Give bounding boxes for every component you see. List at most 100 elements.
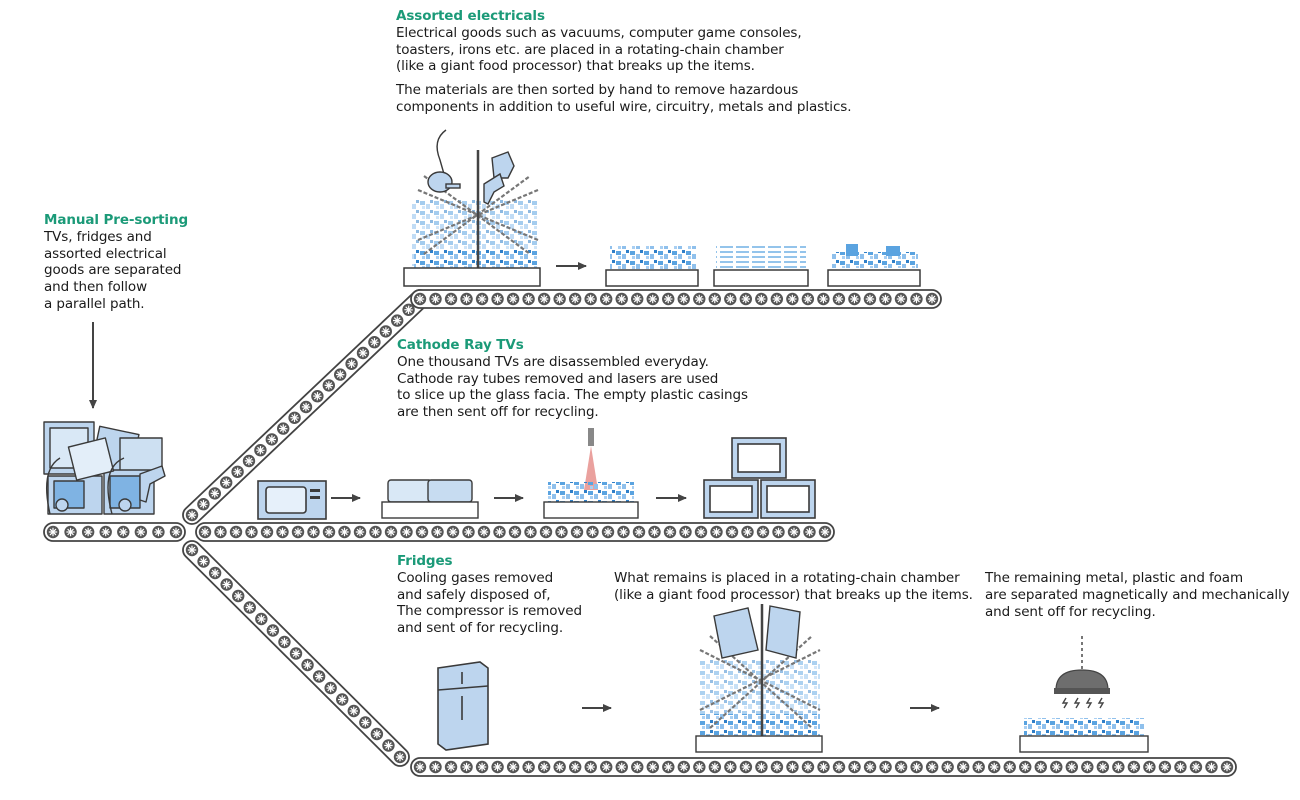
fridges-line: and safely disposed of, (397, 586, 551, 603)
belt-wheel (508, 525, 522, 539)
belt-wheel (663, 525, 677, 539)
belt-wheel (242, 454, 256, 468)
belt-wheel (1174, 760, 1187, 774)
belt-wheel (81, 525, 95, 539)
fridges-line: and sent of for recycling. (397, 620, 564, 637)
belt-wheel (693, 760, 706, 774)
belt-wheel (46, 525, 60, 539)
belt-wheel (370, 727, 384, 741)
belt-wheel (185, 543, 199, 557)
presort-title: Manual Pre-sorting (44, 212, 189, 228)
belt-wheel (506, 292, 520, 306)
belt-wheel (460, 760, 473, 774)
belt-wheel (956, 760, 970, 774)
belt-wheel (925, 292, 939, 306)
belt-wheel (894, 760, 908, 774)
belt-wheel (117, 525, 130, 539)
electricals-title: Assorted electricals (396, 8, 545, 24)
electricals-line: (like a giant food processor) that break… (396, 58, 755, 75)
belt-wheel (444, 760, 458, 774)
belt-wheel (1112, 760, 1125, 774)
fridges-title: Fridges (397, 553, 453, 569)
separation-line: The remaining metal, plastic and foam (985, 570, 1244, 586)
belt-wheel (382, 739, 395, 752)
tvs-line: to slice up the glass facia. The empty p… (397, 387, 748, 404)
belt-wheel (615, 292, 628, 306)
belt-wheel (254, 443, 267, 457)
belt-wheel (646, 760, 659, 774)
belt-wheel (801, 760, 815, 774)
belt-wheel (413, 760, 427, 774)
belt-wheel (694, 525, 708, 539)
belt-wheel (879, 292, 892, 306)
belt-wheel (1127, 760, 1141, 774)
separation-line: and sent off for recycling. (985, 603, 1156, 620)
belt-wheel (677, 760, 691, 774)
belt-wheel (693, 292, 706, 306)
belt-wheel (755, 760, 768, 774)
belt-wheel (1019, 760, 1032, 774)
toaster-icon (491, 151, 515, 179)
flow-arrows (89, 262, 940, 712)
tv-casings-stack (703, 437, 816, 519)
belt-wheel (818, 525, 832, 539)
belt-wheel (1003, 760, 1016, 774)
belt-wheel (539, 525, 553, 539)
belt-wheel (64, 525, 77, 539)
belt-wheel (390, 314, 404, 327)
belt-wheel (817, 292, 830, 306)
belt-wheel (725, 525, 739, 539)
appliance-pile-icon (43, 421, 166, 515)
belt-wheel (770, 292, 784, 306)
belt-wheel (415, 525, 429, 539)
belt-wheel (493, 525, 506, 539)
crt-tv-icon (257, 480, 327, 520)
belt-wheel (336, 693, 349, 706)
belt-wheel (356, 346, 370, 360)
belt-wheel (347, 704, 360, 718)
belt-wheel (570, 525, 584, 539)
magnetic-separator-icon (1019, 636, 1149, 753)
belt-wheel (462, 525, 475, 539)
belt-wheel (601, 525, 615, 539)
belt-wheel (134, 525, 148, 539)
belt-wheel (832, 292, 846, 306)
belt-wheel (1220, 760, 1234, 774)
fridge-chain-chamber-icon (695, 604, 823, 753)
belt-wheel (801, 292, 815, 306)
belt-wheel (169, 525, 183, 539)
belt-wheel (863, 760, 877, 774)
belt-wheel (379, 325, 392, 338)
belt-wheel (345, 357, 358, 370)
belt-wheel (1096, 760, 1110, 774)
belt-wheel (524, 525, 537, 539)
chamber-text-block: What remains is placed in a rotating-cha… (614, 570, 973, 604)
vacuum-cleaner-icon (427, 129, 461, 193)
belt-wheel (553, 760, 566, 774)
belt-wheel (925, 760, 939, 774)
belt-wheel (1158, 760, 1172, 774)
separation-line: are separated magnetically and mechanica… (985, 586, 1290, 603)
wire-tray (713, 246, 809, 287)
top-branch-belt (182, 289, 430, 525)
electricals-line: toasters, irons etc. are placed in a rot… (396, 41, 784, 58)
belt-wheel (832, 760, 846, 774)
belt-wheel (214, 525, 227, 539)
belt-wheel (988, 760, 1001, 774)
belt-wheel (817, 760, 830, 774)
belt-wheel (208, 566, 222, 580)
belt-wheel (322, 379, 335, 392)
belt-wheel (1034, 760, 1047, 774)
belt-wheel (584, 760, 597, 774)
belt-wheel (197, 498, 210, 511)
belt-wheel (708, 760, 722, 774)
belt-wheel (245, 525, 258, 539)
presort-line: and then follow (44, 279, 148, 296)
belt-wheel (632, 525, 646, 539)
belt-wheel (506, 760, 520, 774)
belt-wheel (863, 292, 877, 306)
belt-wheel (522, 760, 535, 774)
belt-wheel (152, 525, 165, 539)
belt-wheel (338, 525, 351, 539)
belt-wheel (289, 647, 303, 660)
